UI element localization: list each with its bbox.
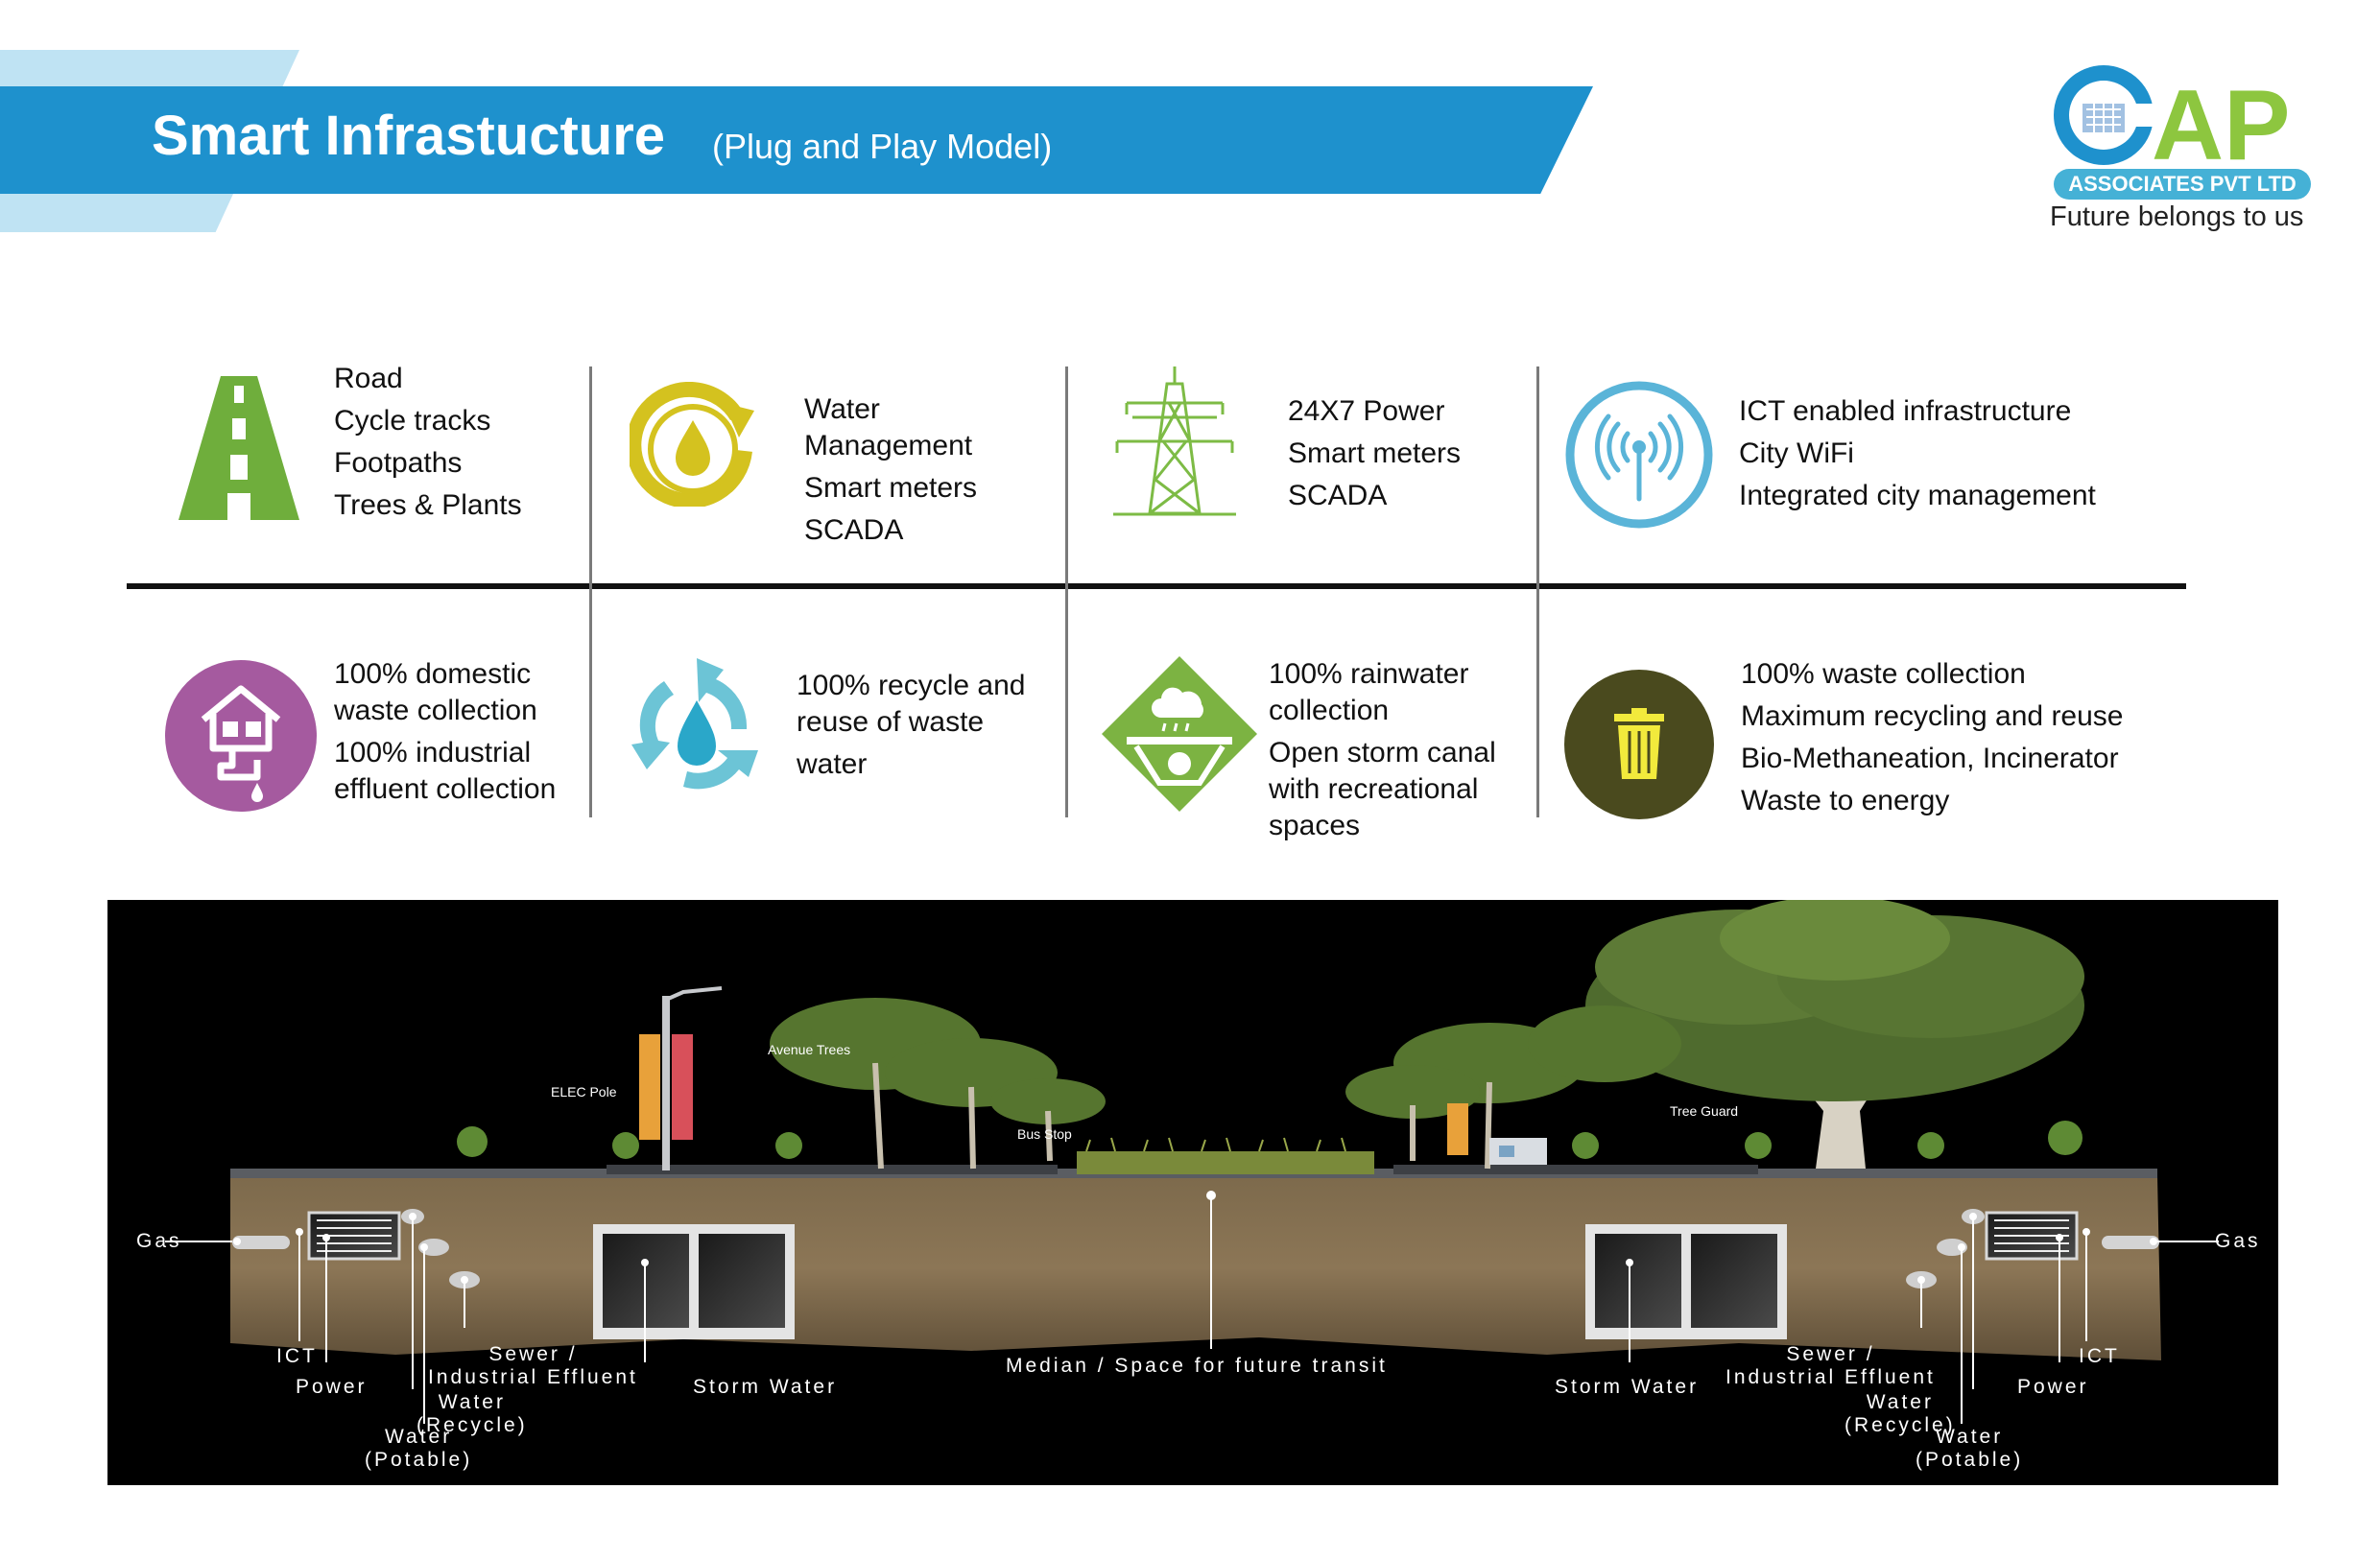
water-drop-cycle-icon [630, 382, 754, 507]
feature-line: ICT enabled infrastructure [1739, 395, 2072, 427]
feature-line: Bio-Methaneation, Incinerator [1741, 743, 2119, 774]
page-title: Smart Infrastucture [152, 105, 666, 167]
recycle-label-line: Water [438, 1391, 506, 1413]
grid-divider-horizontal [127, 583, 2186, 589]
feature-water-text: Water Management Smart meters SCADA [804, 391, 977, 555]
power-tower-icon [1113, 366, 1236, 516]
logo-tagline: Future belongs to us [2050, 201, 2304, 232]
feature-line: 24X7 Power [1288, 395, 1445, 427]
feature-line: 100% recycle and [797, 670, 1026, 701]
large-tree [1585, 900, 2084, 1169]
feature-line: Footpaths [334, 447, 463, 479]
grid-divider-vertical [589, 366, 592, 817]
feature-line: Maximum recycling and reuse [1741, 700, 2124, 732]
elec-pole-label: ELEC Pole [551, 1084, 617, 1099]
feature-sewerage-text: 100% domestic waste collection 100% indu… [334, 656, 556, 814]
feature-line: Open storm canal [1269, 737, 1496, 768]
recycle-label-line: (Recycle) [1844, 1414, 1956, 1436]
bus-stop-label: Bus Stop [1017, 1126, 1072, 1142]
grid-divider-vertical [1065, 366, 1068, 817]
feature-recycle-text: 100% recycle and reuse of waste water [797, 668, 1025, 789]
logo-text: AP [2152, 70, 2290, 181]
potable-label-line: Water [384, 1426, 453, 1448]
logo-company-name: ASSOCIATES PVT LTD [2054, 169, 2311, 200]
feature-line: 100% rainwater [1269, 658, 1469, 690]
potable-label-right: Water (Potable) [1916, 1426, 2023, 1472]
storm-water-label-right: Storm Water [1555, 1376, 1700, 1398]
feature-line: Trees & Plants [334, 489, 522, 521]
feature-road-text: Road Cycle tracks Footpaths Trees & Plan… [334, 361, 522, 530]
feature-line: Cycle tracks [334, 405, 491, 437]
avenue-trees-label: Avenue Trees [768, 1042, 851, 1057]
feature-line: City WiFi [1739, 437, 1854, 469]
grid-divider-vertical [1536, 366, 1539, 817]
feature-line: 100% waste collection [1741, 658, 2026, 690]
sewer-label-line: Sewer / [488, 1343, 578, 1365]
ict-label-right: ICT [2079, 1345, 2120, 1367]
cross-section-illustration [165, 900, 2219, 1424]
power-label-right: Power [2017, 1376, 2089, 1398]
potable-label-line: (Potable) [365, 1449, 473, 1471]
company-logo: AP [2054, 65, 2290, 181]
wifi-antenna-icon [1565, 381, 1713, 529]
recycle-label-line: (Recycle) [416, 1414, 528, 1436]
header-banner [0, 86, 1593, 194]
avenue-trees [770, 998, 1681, 1124]
sewer-label-line: Sewer / [1786, 1343, 1875, 1365]
potable-label-line: (Potable) [1916, 1449, 2024, 1471]
road-icon [178, 376, 299, 520]
feature-line: Smart meters [804, 472, 978, 504]
sewer-label-line: Industrial Effluent [428, 1366, 638, 1388]
page-subtitle: (Plug and Play Model) [712, 127, 1053, 166]
rainwater-icon [1102, 656, 1257, 812]
road-cross-section: ELEC Pole Avenue Trees Bus Stop Tree Gua… [107, 900, 2278, 1485]
median-label: Median / Space for future transit [1006, 1355, 1388, 1377]
recycle-water-icon [631, 658, 758, 790]
tree-guard-label: Tree Guard [1670, 1103, 1739, 1119]
feature-line: Integrated city management [1739, 480, 2096, 511]
feature-line: Smart meters [1288, 437, 1462, 469]
ict-label-left: ICT [276, 1345, 318, 1367]
gas-label-right: Gas [2215, 1230, 2261, 1252]
feature-line: waste collection [334, 695, 537, 726]
feature-line: 100% domestic [334, 658, 532, 690]
feature-line: collection [1269, 695, 1390, 726]
waste-bin-icon [1564, 670, 1714, 819]
potable-label-line: Water [1935, 1426, 2004, 1448]
elec-pole [639, 986, 723, 1170]
recycle-label-left: Water (Recycle) [416, 1391, 528, 1437]
feature-line: reuse of waste [797, 706, 985, 738]
feature-rainwater-text: 100% rainwater collection Open storm can… [1269, 656, 1496, 850]
recycle-label-right: Water (Recycle) [1844, 1391, 1956, 1437]
feature-line: Management [804, 430, 973, 461]
sewer-label-line: Industrial Effluent [1726, 1366, 1936, 1388]
feature-line: water [797, 748, 868, 780]
sewer-label-right: Sewer / Industrial Effluent [1726, 1343, 1936, 1389]
feature-power-text: 24X7 Power Smart meters SCADA [1288, 393, 1461, 520]
sewer-label-left: Sewer / Industrial Effluent [428, 1343, 638, 1389]
feature-line: Water [804, 393, 880, 425]
gas-label-left: Gas [136, 1230, 182, 1252]
power-label-left: Power [296, 1376, 368, 1398]
feature-line: spaces [1269, 810, 1361, 841]
feature-ict-text: ICT enabled infrastructure City WiFi Int… [1739, 393, 2096, 520]
feature-line: SCADA [804, 514, 904, 546]
feature-line: Road [334, 363, 403, 394]
feature-line: effluent collection [334, 773, 557, 805]
feature-line: SCADA [1288, 480, 1388, 511]
feature-line: with recreational [1269, 773, 1479, 805]
feature-line: Waste to energy [1741, 785, 1950, 816]
feature-line: 100% industrial [334, 737, 532, 768]
potable-label-left: Water (Potable) [365, 1426, 472, 1472]
recycle-label-line: Water [1866, 1391, 1934, 1413]
feature-waste-text: 100% waste collection Maximum recycling … [1741, 656, 2123, 825]
house-drain-icon [165, 660, 317, 812]
storm-water-label-left: Storm Water [693, 1376, 838, 1398]
